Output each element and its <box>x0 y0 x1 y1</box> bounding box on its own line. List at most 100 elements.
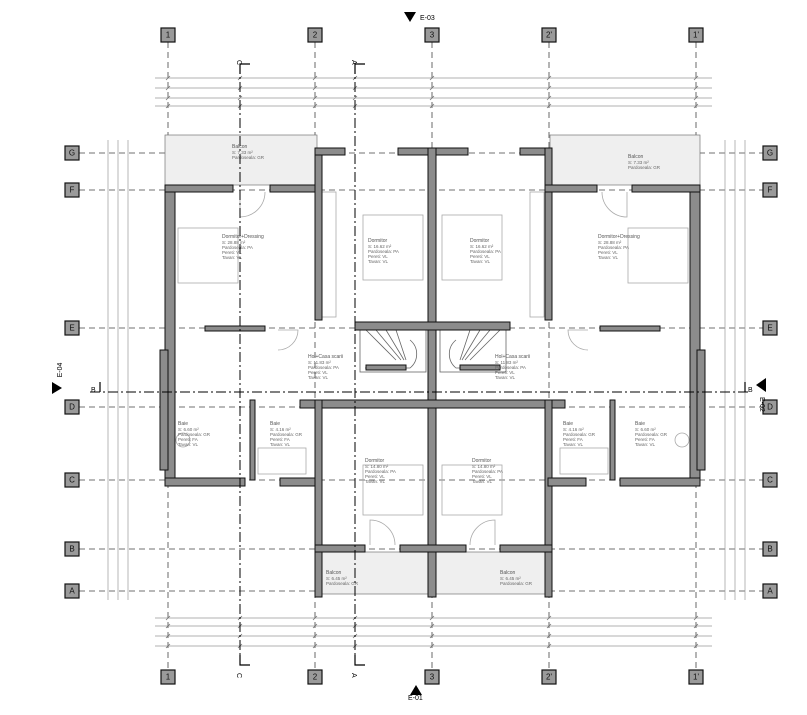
wall <box>299 399 566 409</box>
bed <box>362 214 424 281</box>
grid-label-row: A <box>767 587 773 596</box>
grid-label-row: G <box>767 149 773 158</box>
dimension-tick <box>429 85 435 91</box>
grid-bubble-row-C <box>762 472 778 488</box>
grid-label-row: F <box>70 186 75 195</box>
dimension-tick <box>693 85 699 91</box>
grid-bubble-column-2 <box>307 27 323 43</box>
elevation-label-left: E-04 <box>57 363 64 378</box>
stair-steps <box>448 329 501 369</box>
grid-label-row: D <box>69 403 75 412</box>
wall <box>159 349 169 471</box>
wall <box>164 477 246 487</box>
dimension-lines <box>107 75 746 649</box>
grid-label-row: E <box>69 324 74 333</box>
room-area: S: 11.83 m² <box>308 360 331 365</box>
dimension-tick <box>312 95 318 101</box>
wall <box>631 184 701 193</box>
wall <box>314 544 366 553</box>
dimension-tick <box>546 95 552 101</box>
section-label: B <box>748 387 753 394</box>
grid-label-row: C <box>767 476 773 485</box>
room-name: Baie <box>563 421 573 427</box>
dimension-tick <box>546 615 552 621</box>
elevation-marker-bottom-icon <box>410 685 422 695</box>
grid-bubble-column-2 <box>307 669 323 685</box>
grid-bubble-column-3 <box>424 669 440 685</box>
room-area: S: 16.62 m² <box>470 244 494 249</box>
grid-label-column: 3 <box>430 31 435 40</box>
room-name: Dormitor <box>472 458 492 464</box>
elevation-label-right: E-02 <box>758 397 765 412</box>
grid-bubble-row-D <box>64 399 80 415</box>
room-name: Dormitor <box>470 238 490 244</box>
balcony-top-right <box>549 134 701 186</box>
dimension-tick <box>546 85 552 91</box>
grid-bubble-column-1' <box>688 669 704 685</box>
dimension-tick <box>352 95 358 101</box>
bed <box>441 214 503 281</box>
dimension-tick <box>237 95 243 101</box>
room-ceiling: Tavan: VL <box>365 479 386 484</box>
section-label: A <box>350 60 357 65</box>
grid-label-column: 1' <box>693 31 699 40</box>
room-ceiling: Tavan: VL <box>472 479 493 484</box>
room-name: Hol+Casa scarii <box>308 354 343 360</box>
dimension-tick <box>693 95 699 101</box>
grid-bubble-row-A <box>64 583 80 599</box>
wall <box>204 325 266 332</box>
room-ceiling: Tavan: VL <box>598 255 619 260</box>
grid-label-row: D <box>767 403 773 412</box>
room-ceiling: Tavan: VL <box>495 375 516 380</box>
room-walls: Pereti: FA <box>635 437 655 442</box>
room-area: S: 6.45 m² <box>326 576 347 581</box>
dimension-tick <box>429 95 435 101</box>
grid-bubble-row-C <box>64 472 80 488</box>
door-swing <box>277 329 299 351</box>
stair-landing <box>459 364 501 371</box>
grid-label-column: 2 <box>313 31 318 40</box>
grid-bubble-column-3 <box>424 27 440 43</box>
room-area: S: 7.33 m² <box>628 160 649 165</box>
grid-bubble-row-G <box>64 145 80 161</box>
room-floor: Pardoseala: GR <box>635 432 668 437</box>
grid-label-column: 1 <box>166 31 171 40</box>
room-ceiling: Tavan: VL <box>270 442 291 447</box>
grid-label-column: 2 <box>313 673 318 682</box>
room-ceiling: Tavan: VL <box>178 442 199 447</box>
room-ceiling: Tavan: VL <box>308 375 329 380</box>
section-cut-mark <box>239 655 250 666</box>
wall <box>314 147 323 321</box>
room-name: Balcon <box>628 154 644 160</box>
grid-bubble-column-2' <box>541 669 557 685</box>
bed <box>441 464 503 516</box>
grid-label-row: F <box>768 186 773 195</box>
room-floor: Pardoseala: PA <box>598 245 629 250</box>
room-name: Baie <box>270 421 280 427</box>
room-floor: Pardoseala: PA <box>472 469 503 474</box>
balcony-bottom-right <box>435 551 549 595</box>
bathtub <box>257 447 307 475</box>
dimension-tick <box>546 643 552 649</box>
wall <box>427 147 437 598</box>
room-walls: Pereti: FA <box>563 437 583 442</box>
section-label: B <box>91 387 96 394</box>
room-name: Dormitor+Dressing <box>598 234 640 240</box>
wardrobe <box>529 191 545 318</box>
dimension-tick <box>693 75 699 81</box>
room-area: S: 6.60 m² <box>178 427 199 432</box>
room-floor: Pardoseala: GR <box>178 432 211 437</box>
room-area: S: 6.45 m² <box>500 576 521 581</box>
washbasin <box>175 432 191 448</box>
dimension-tick <box>165 633 171 639</box>
section-cut-mark <box>354 63 365 74</box>
room-walls: Pereti: VL <box>598 250 618 255</box>
